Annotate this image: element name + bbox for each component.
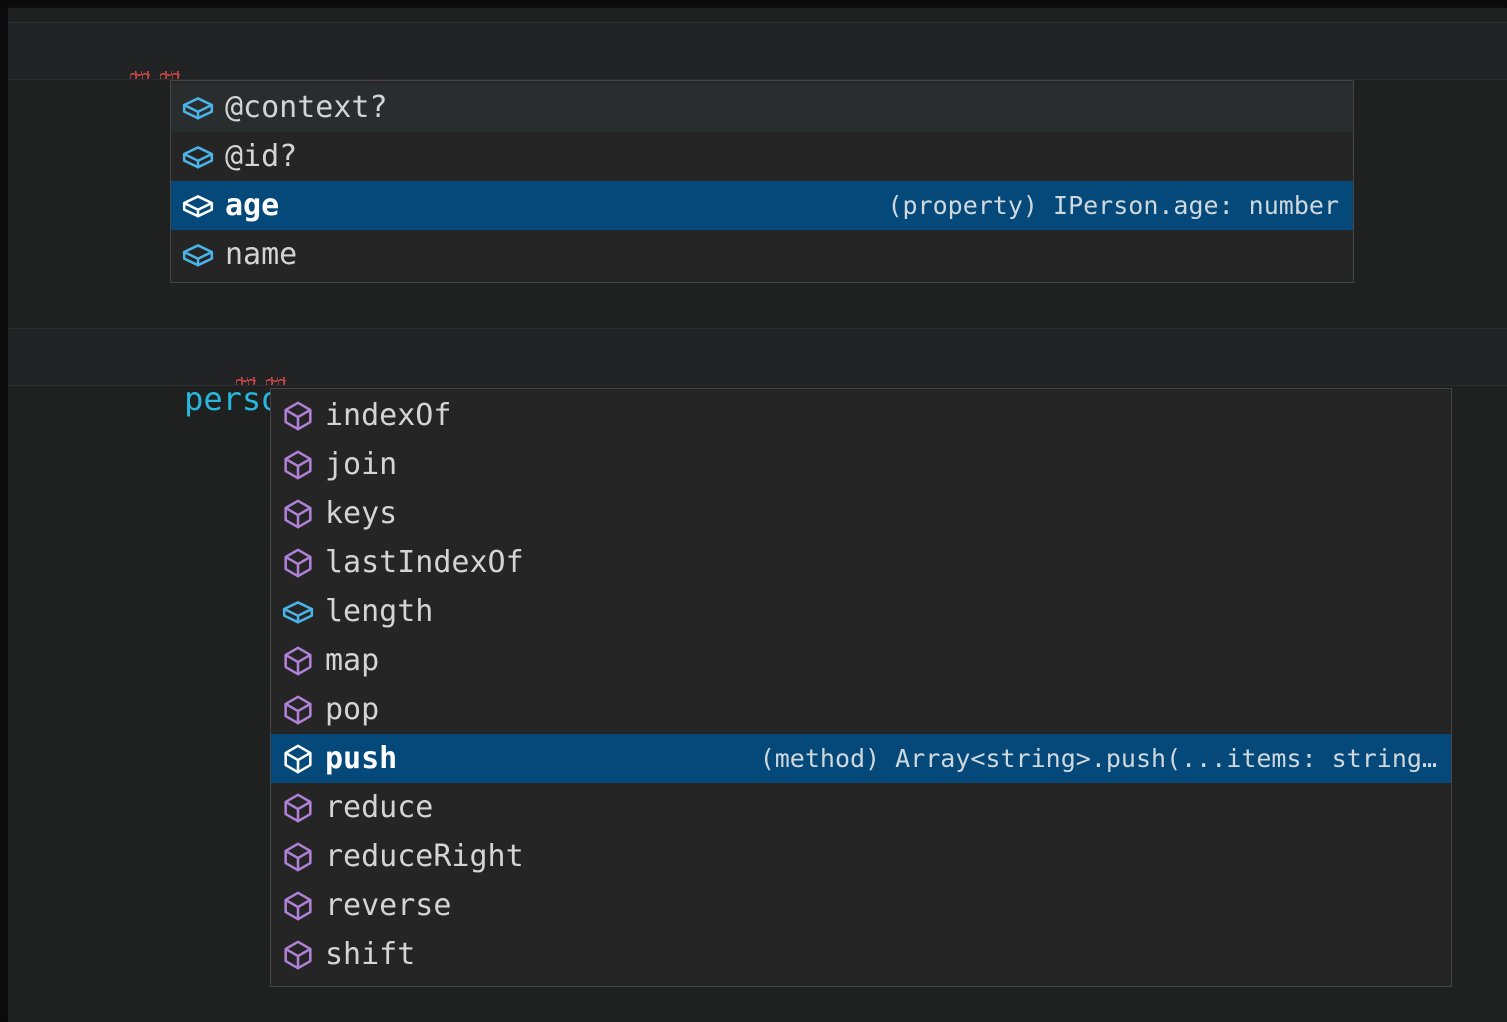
method-cube-icon — [281, 840, 315, 874]
suggest-item-label: @context? — [225, 89, 388, 125]
method-cube-icon — [281, 644, 315, 678]
code-block-1[interactable]: person.; — [8, 22, 1507, 112]
suggest-item-indexof[interactable]: indexOf — [271, 391, 1451, 440]
suggest-item-pop[interactable]: pop — [271, 685, 1451, 734]
method-cube-icon — [281, 448, 315, 482]
suggest-widget-person[interactable]: @context? @id? age (property) IPerson.age: … — [170, 80, 1354, 283]
suggest-item-label: reverse — [325, 887, 452, 923]
method-cube-icon — [281, 497, 315, 531]
property-cube-icon — [181, 140, 215, 174]
editor-surface: person.; @context? @id? age (property) IPer… — [8, 8, 1507, 1022]
suggest-widget-person-name[interactable]: indexOf join keys lastIndexOf length map pop pu… — [270, 388, 1452, 987]
suggest-item-label: reduce — [325, 789, 434, 825]
suggest-item-label: indexOf — [325, 397, 452, 433]
suggest-item-label: map — [325, 642, 380, 678]
method-cube-icon — [281, 742, 315, 776]
suggest-item-context[interactable]: @context? — [171, 83, 1353, 132]
suggest-item-detail: (property) IPerson.age: number — [887, 190, 1339, 220]
suggest-item-label: push — [325, 740, 398, 776]
suggest-item-label: lastIndexOf — [325, 544, 524, 580]
method-cube-icon — [281, 938, 315, 972]
property-cube-icon — [181, 189, 215, 223]
suggest-item-label: join — [325, 446, 398, 482]
suggest-item-name[interactable]: name — [171, 230, 1353, 279]
suggest-item-shift[interactable]: shift — [271, 930, 1451, 979]
suggest-item-length[interactable]: length — [271, 587, 1451, 636]
suggest-item-map[interactable]: map — [271, 636, 1451, 685]
suggest-item-id[interactable]: @id? — [171, 132, 1353, 181]
property-cube-icon — [181, 91, 215, 125]
suggest-item-reduce[interactable]: reduce — [271, 783, 1451, 832]
error-squiggle — [160, 71, 180, 79]
suggest-item-label: shift — [325, 936, 416, 972]
suggest-item-push[interactable]: push (method) Array<string>.push(...items… — [271, 734, 1451, 783]
property-cube-icon — [181, 238, 215, 272]
code-block-2[interactable]: person.name.; — [8, 328, 1507, 418]
error-squiggle — [236, 377, 256, 385]
suggest-item-label: keys — [325, 495, 398, 531]
suggest-item-detail: (method) Array<string>.push(...items: st… — [759, 743, 1437, 773]
suggest-item-lastindexof[interactable]: lastIndexOf — [271, 538, 1451, 587]
suggest-item-reverse[interactable]: reverse — [271, 881, 1451, 930]
suggest-item-age[interactable]: age (property) IPerson.age: number — [171, 181, 1353, 230]
method-cube-icon — [281, 791, 315, 825]
suggest-item-label: name — [225, 236, 298, 272]
property-cube-icon — [281, 595, 315, 629]
method-cube-icon — [281, 889, 315, 923]
suggest-item-label: length — [325, 593, 434, 629]
suggest-item-reduceright[interactable]: reduceRight — [271, 832, 1451, 881]
method-cube-icon — [281, 546, 315, 580]
error-squiggle — [130, 71, 150, 79]
suggest-item-label: @id? — [225, 138, 298, 174]
error-squiggle — [266, 377, 286, 385]
method-cube-icon — [281, 399, 315, 433]
suggest-item-label: reduceRight — [325, 838, 524, 874]
method-cube-icon — [281, 693, 315, 727]
suggest-item-join[interactable]: join — [271, 440, 1451, 489]
suggest-item-label: age — [225, 187, 280, 223]
suggest-item-label: pop — [325, 691, 380, 727]
suggest-item-keys[interactable]: keys — [271, 489, 1451, 538]
